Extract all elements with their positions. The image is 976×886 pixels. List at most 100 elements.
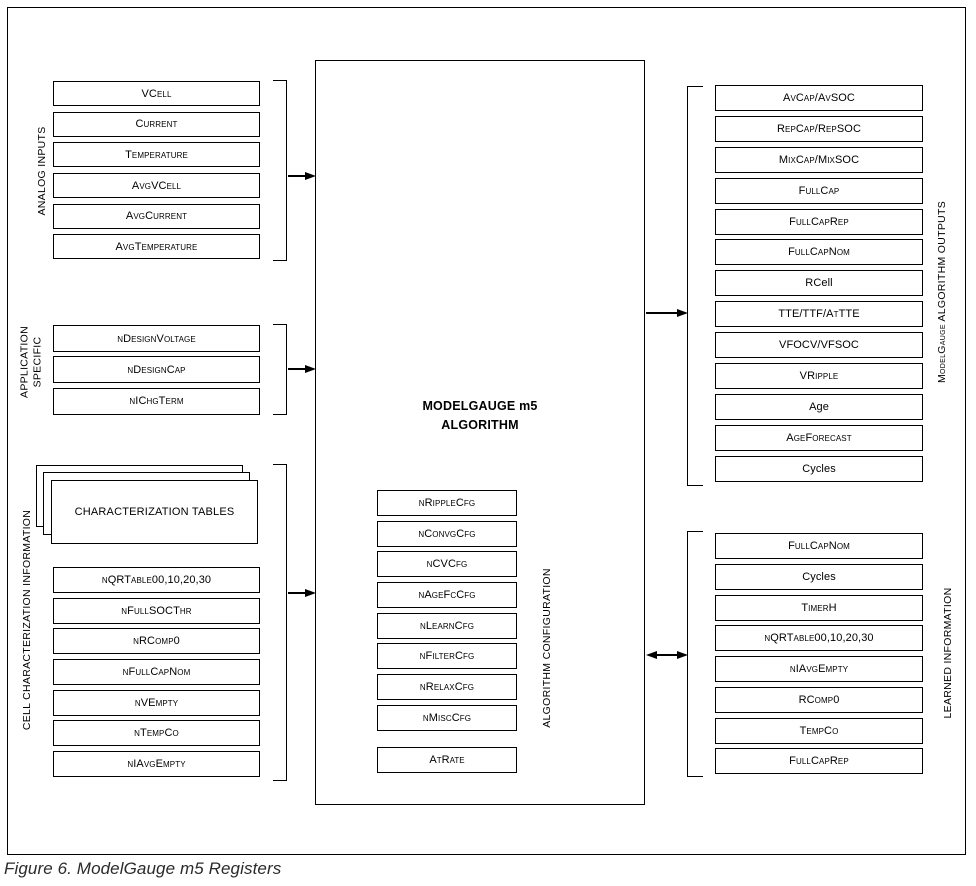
register-box: nDesignVoltage <box>53 325 260 352</box>
register-box: nFullSOCThr <box>53 597 260 624</box>
register-box: AvgTemperature <box>53 234 260 260</box>
register-label: Cycles <box>802 462 836 475</box>
register-label: nIChgTerm <box>129 395 184 408</box>
register-label: nDesignCap <box>127 363 186 376</box>
register-label: VFOCV/VFSOC <box>779 339 859 352</box>
analog-inputs-bracket <box>273 80 287 261</box>
register-label: TempCo <box>799 724 839 737</box>
register-label: nDesignVoltage <box>117 332 196 345</box>
algorithm-configuration-register-list: nRippleCfg nConvgCfg nCVCfg nAgeFcCfg nLearn… <box>377 490 517 731</box>
application-specific-label-line1: APPLICATION <box>18 326 31 398</box>
register-box: nCVCfg <box>377 551 517 578</box>
algorithm-to-outputs-arrow <box>646 312 677 314</box>
register-box: nAgeFcCfg <box>377 582 517 609</box>
register-label: nQRTable00,10,20,30 <box>101 574 212 586</box>
register-box: FullCapRep <box>715 208 923 235</box>
register-label: nCVCfg <box>426 558 468 571</box>
characterization-tables-label: CHARACTERIZATION TABLES <box>74 506 235 518</box>
algorithm-title-line2: ALGORITHM <box>441 418 519 432</box>
application-to-algorithm-arrow <box>288 368 305 370</box>
analog-inputs-label: ANALOG INPUTS <box>36 126 48 216</box>
register-box: nRComp0 <box>53 628 260 655</box>
register-label: nAgeFcCfg <box>418 589 476 602</box>
modelgauge-algorithm-outputs-label: ModelGauge ALGORITHM OUTPUTS <box>936 200 948 384</box>
algorithm-learned-bidirectional-arrow <box>657 654 677 656</box>
register-box: nLearnCfg <box>377 612 517 639</box>
learned-information-label: LEARNED INFORMATION <box>942 587 954 719</box>
register-box: MixCap/MixSOC <box>715 146 923 173</box>
register-label: MixCap/MixSOC <box>778 153 860 166</box>
analog-to-algorithm-arrow <box>288 175 305 177</box>
register-box: nQRTable00,10,20,30 <box>715 625 923 652</box>
application-specific-label: APPLICATION SPECIFIC <box>19 326 44 398</box>
register-box: TimerH <box>715 594 923 621</box>
outputs-bracket <box>687 86 703 486</box>
register-label: RepCap/RepSOC <box>776 122 862 135</box>
register-box: nTempCo <box>53 720 260 747</box>
register-label: TTE/TTF/AtTTE <box>778 308 860 321</box>
register-box: nIAvgEmpty <box>53 751 260 778</box>
application-specific-label-line2: SPECIFIC <box>31 336 43 388</box>
register-label: RComp0 <box>798 693 840 706</box>
register-label: nRComp0 <box>133 635 180 648</box>
register-box: nQRTable00,10,20,30 <box>53 567 260 593</box>
register-box: RComp0 <box>715 686 923 713</box>
algorithm-title: MODELGAUGE m5 ALGORITHM <box>315 397 645 435</box>
register-label: FullCapRep <box>789 755 849 768</box>
register-box: Cycles <box>715 455 923 482</box>
register-label: nVEmpty <box>134 696 179 709</box>
register-label: Cycles <box>802 570 836 583</box>
figure-caption: Figure 6. ModelGauge m5 Registers <box>4 859 282 878</box>
register-label: nRippleCfg <box>418 497 476 509</box>
cell-characterization-register-list: nQRTable00,10,20,30 nFullSOCThr nRComp0 nFu… <box>53 567 260 778</box>
register-label: FullCap <box>798 184 840 197</box>
register-label: Age <box>809 400 829 413</box>
register-box: AgeForecast <box>715 424 923 451</box>
register-label: Temperature <box>125 148 188 161</box>
register-box: Current <box>53 111 260 137</box>
register-label: nIAvgEmpty <box>127 758 186 771</box>
register-box: nVEmpty <box>53 689 260 716</box>
register-label: nRelaxCfg <box>419 681 475 694</box>
register-label: AvgVCell <box>131 179 182 192</box>
register-box: nMiscCfg <box>377 704 517 731</box>
register-label: TimerH <box>801 601 837 614</box>
register-box: nDesignCap <box>53 356 260 384</box>
register-label: AvgTemperature <box>115 240 198 253</box>
register-label: Current <box>135 118 178 131</box>
register-label: AvCap/AvSOC <box>783 92 855 104</box>
register-box: nIChgTerm <box>53 387 260 415</box>
cell-characterization-bracket <box>273 464 287 781</box>
register-label: nQRTable00,10,20,30 <box>764 632 874 645</box>
register-box: FullCapNom <box>715 533 923 559</box>
register-label: FullCapNom <box>788 246 850 259</box>
cell-characterization-label: CELL CHARACTERIZATION INFORMATION <box>21 509 33 731</box>
register-box: nRippleCfg <box>377 490 517 516</box>
algorithm-outputs-register-list: AvCap/AvSOC RepCap/RepSOC MixCap/MixSOC Ful… <box>715 85 923 482</box>
register-label: AgeForecast <box>786 431 852 444</box>
cell-characterization-to-algorithm-arrow <box>288 592 305 594</box>
register-box: FullCap <box>715 177 923 204</box>
register-label: nIAvgEmpty <box>789 663 849 675</box>
register-box: nConvgCfg <box>377 520 517 547</box>
register-box: FullCapNom <box>715 239 923 266</box>
register-label: AvgCurrent <box>125 210 188 223</box>
register-box: TTE/TTF/AtTTE <box>715 301 923 328</box>
register-label: nConvgCfg <box>418 527 476 540</box>
register-box: nRelaxCfg <box>377 674 517 701</box>
register-box: VRipple <box>715 363 923 390</box>
application-specific-register-list: nDesignVoltage nDesignCap nIChgTerm <box>53 325 260 415</box>
register-box: AvgVCell <box>53 173 260 199</box>
register-label: nFilterCfg <box>419 650 475 663</box>
register-box: RCell <box>715 270 923 297</box>
register-label: nMiscCfg <box>422 711 472 724</box>
register-label: nFullCapNom <box>122 666 191 679</box>
characterization-tables-box: CHARACTERIZATION TABLES <box>51 480 258 544</box>
register-box: VCell <box>53 81 260 106</box>
algorithm-title-line1: MODELGAUGE m5 <box>422 399 538 413</box>
learned-information-bracket <box>687 531 703 777</box>
register-box: AvgCurrent <box>53 203 260 229</box>
register-label: nLearnCfg <box>419 619 475 632</box>
